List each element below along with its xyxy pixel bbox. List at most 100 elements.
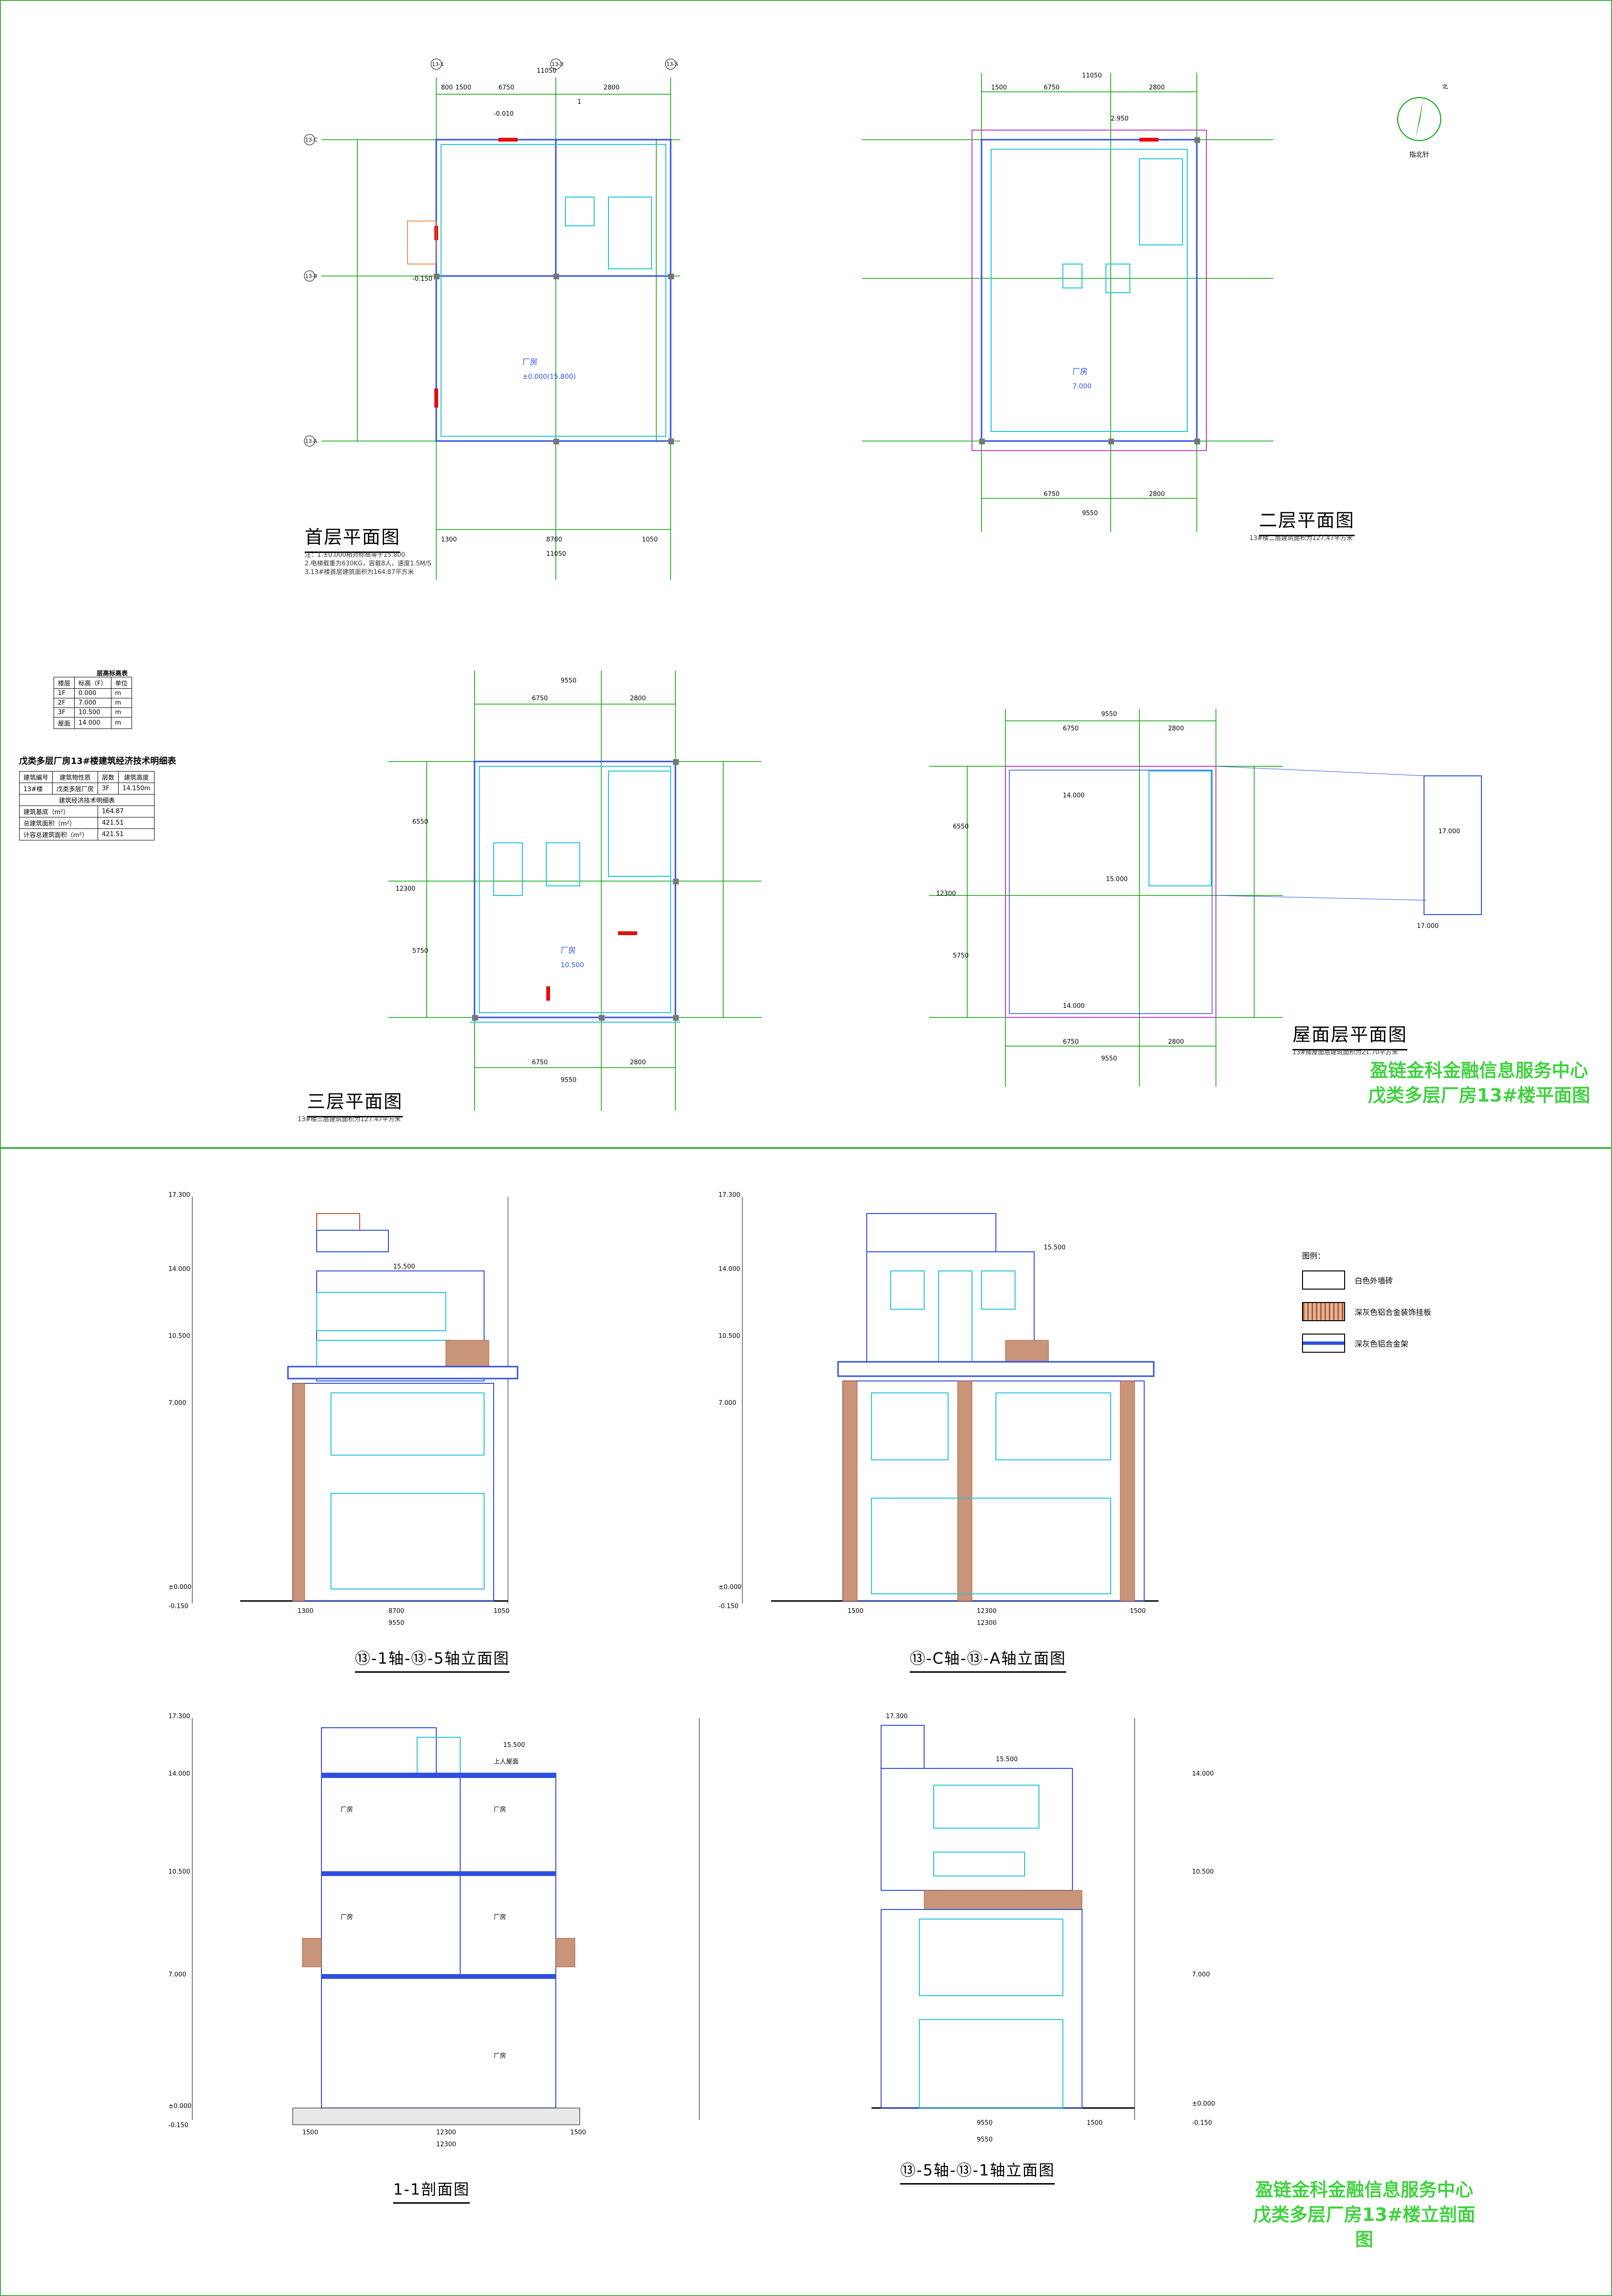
ground-top-dim-1: 800 [441, 84, 453, 91]
e2-level-15500: 15.500 [1044, 1244, 1066, 1251]
sec-dim-3: 1500 [570, 2129, 586, 2136]
ground-plan-title: 首层平面图 [305, 522, 401, 553]
third-top-dim-1: 6750 [532, 695, 548, 702]
roof-side-dim-total: 12300 [936, 890, 956, 897]
floor-cell: 1F [53, 688, 75, 698]
north-compass: 北 指北针 [1391, 82, 1448, 159]
e4-level-7000: 7.000 [1192, 1971, 1210, 1978]
legend-item-cladding: 深灰色铝合金装饰挂板 [1302, 1302, 1431, 1321]
e1-level-10500: 10.500 [168, 1333, 190, 1340]
north-arrow-icon [1397, 97, 1441, 141]
section-room-5: 厂房 [494, 2052, 506, 2060]
sec-level-17300: 17.300 [168, 1713, 190, 1720]
roof-bottom-dim-1: 6750 [1063, 1038, 1079, 1046]
elevation-sheet-title-line2: 戊类多层厂房13#楼立剖面图 [1253, 2204, 1476, 2250]
section-room-3: 厂房 [341, 1913, 353, 1921]
e4-level-17300: 17.300 [886, 1713, 908, 1720]
ground-bottom-dim-1: 1300 [441, 536, 457, 543]
legend-label: 深灰色铝合金架 [1355, 1339, 1409, 1348]
section-room-2: 厂房 [494, 1806, 506, 1813]
e1-level-7000: 7.000 [168, 1400, 186, 1407]
econ-cell: 戊类多层厂房 [52, 783, 99, 795]
third-top-dim-2: 2800 [630, 695, 646, 702]
sec-level-10500: 10.500 [168, 1868, 190, 1876]
e2-dim-total: 12300 [977, 1620, 996, 1627]
section-room-roof: 上人屋面 [494, 1758, 519, 1766]
e1-dim-total: 9550 [388, 1620, 404, 1627]
e1-dim-3: 1050 [494, 1608, 509, 1615]
e1-level-14000: 14.000 [168, 1266, 190, 1273]
econ-cell: 3F [98, 783, 119, 795]
floor-cell: 10.500 [74, 707, 111, 718]
compass-label: 指北针 [1409, 151, 1429, 159]
ground-level-top: -0.010 [494, 110, 514, 118]
grid-13-3: 13-3 [552, 61, 563, 67]
second-level-balcony: 2.950 [1111, 115, 1128, 122]
plan-sheet-title: 盈链金科金融信息服务中心 戊类多层厂房13#楼平面图 [1359, 1058, 1599, 1108]
elevation-sheet-title-line1: 盈链金科金融信息服务中心 [1255, 2179, 1473, 2200]
e2-dim-2: 12300 [977, 1608, 996, 1615]
elevation-sheet-title: 盈链金科金融信息服务中心 戊类多层厂房13#楼立剖面图 [1245, 2177, 1484, 2252]
third-floor-plan: 厂房 10.500 9550 6750 2800 6750 2800 9550 … [379, 661, 771, 1115]
e4-level-0: ±0.000 [1192, 2100, 1215, 2108]
ground-level-left: -0.150 [412, 276, 432, 283]
econ-item-value: 164.87 [98, 806, 155, 817]
legend-item-white-tile: 白色外墙砖 [1302, 1270, 1431, 1290]
ground-top-dim-2: 1500 [455, 84, 471, 91]
e4-dim-1: 9550 [977, 2119, 993, 2127]
section-room-1: 厂房 [341, 1806, 353, 1813]
second-room-label: 厂房 [1072, 367, 1088, 376]
second-top-dim-total: 11050 [1082, 72, 1102, 79]
floor-cell: 2F [53, 698, 75, 708]
plan-sheet-title-line1: 盈链金科金融信息服务中心 [1369, 1060, 1588, 1081]
grid-13-1: 13-1 [432, 61, 444, 67]
grid-13-C: 13-C [305, 137, 318, 143]
sec-dim-2: 12300 [436, 2129, 456, 2136]
e1-dim-2: 8700 [388, 1608, 404, 1615]
second-bottom-dim-2: 2800 [1149, 491, 1165, 498]
e1-level-17300: 17.300 [168, 1192, 190, 1199]
third-plan-title: 三层平面图 [307, 1087, 403, 1117]
e1-level-0: ±0.000 [168, 1584, 191, 1591]
grid-13-5: 13-5 [666, 61, 678, 67]
floor-cell: 3F [53, 707, 75, 718]
elevation-13-5-13-1: 17.300 15.500 14.000 10.500 7.000 ±0.000… [838, 1709, 1230, 2149]
ground-level-label: ±0.000(15.800) [522, 373, 576, 381]
ground-top-dim-total: 11050 [537, 67, 556, 75]
e4-dim-2: 1500 [1087, 2119, 1103, 2127]
second-top-dim-1: 1500 [991, 84, 1007, 91]
legend-swatch-brown [1302, 1302, 1345, 1321]
econ-cell: 14.150m [118, 783, 155, 795]
ground-top-dim-4: 2800 [604, 84, 619, 91]
econ-item-label: 计容总建筑面积（m²） [19, 828, 99, 840]
floor-cell: 14.000 [74, 717, 111, 729]
grid-13-A: 13-A [305, 438, 318, 444]
second-floor-plan: 厂房 7.000 11050 1500 6750 2800 6750 2800 … [852, 63, 1283, 541]
ground-bottom-dim-3: 1050 [642, 536, 658, 543]
econ-item-label: 总建筑面积（m²） [19, 817, 99, 829]
roof-plan: 14.000 14.000 15.000 17.000 17.000 9550 … [910, 709, 1508, 1092]
legend-swatch-white [1302, 1270, 1345, 1290]
second-plan-title: 二层平面图 [1259, 506, 1355, 536]
legend-label: 深灰色铝合金装饰挂板 [1355, 1308, 1432, 1317]
sec-level-15500: 15.500 [503, 1742, 525, 1749]
floor-cell: m [110, 688, 132, 698]
third-side-dim-2: 5750 [412, 948, 428, 955]
econ-table-caption: 戊类多层厂房13#楼建筑经济技术明细表 [19, 756, 177, 766]
third-level-label: 10.500 [561, 961, 584, 969]
e2-level-0: ±0.000 [718, 1584, 741, 1591]
roof-side-dim-1: 6550 [953, 823, 969, 830]
floor-cell: m [110, 707, 132, 718]
sec-level-14000: 14.000 [168, 1770, 190, 1777]
roof-level-4: 17.000 [1438, 828, 1460, 835]
section-title: 1-1剖面图 [393, 2177, 470, 2204]
floor-table-header: 单位 [110, 677, 132, 689]
econ-table: 建筑编号 建筑物性质 层数 建筑高度 13#楼 戊类多层厂房 3F 14.150… [19, 771, 155, 840]
section-1-1: 厂房 厂房 厂房 厂房 厂房 上人屋面 17.300 15.500 14.000… [159, 1709, 733, 2149]
e2-level-17300: 17.300 [718, 1192, 740, 1199]
econ-cell: 13#楼 [19, 783, 53, 795]
econ-header: 建筑编号 [19, 771, 53, 783]
section-room-4: 厂房 [494, 1913, 506, 1921]
sec-dim-1: 1500 [302, 2129, 318, 2136]
econ-subcaption: 建筑经济技术明细表 [19, 794, 155, 806]
